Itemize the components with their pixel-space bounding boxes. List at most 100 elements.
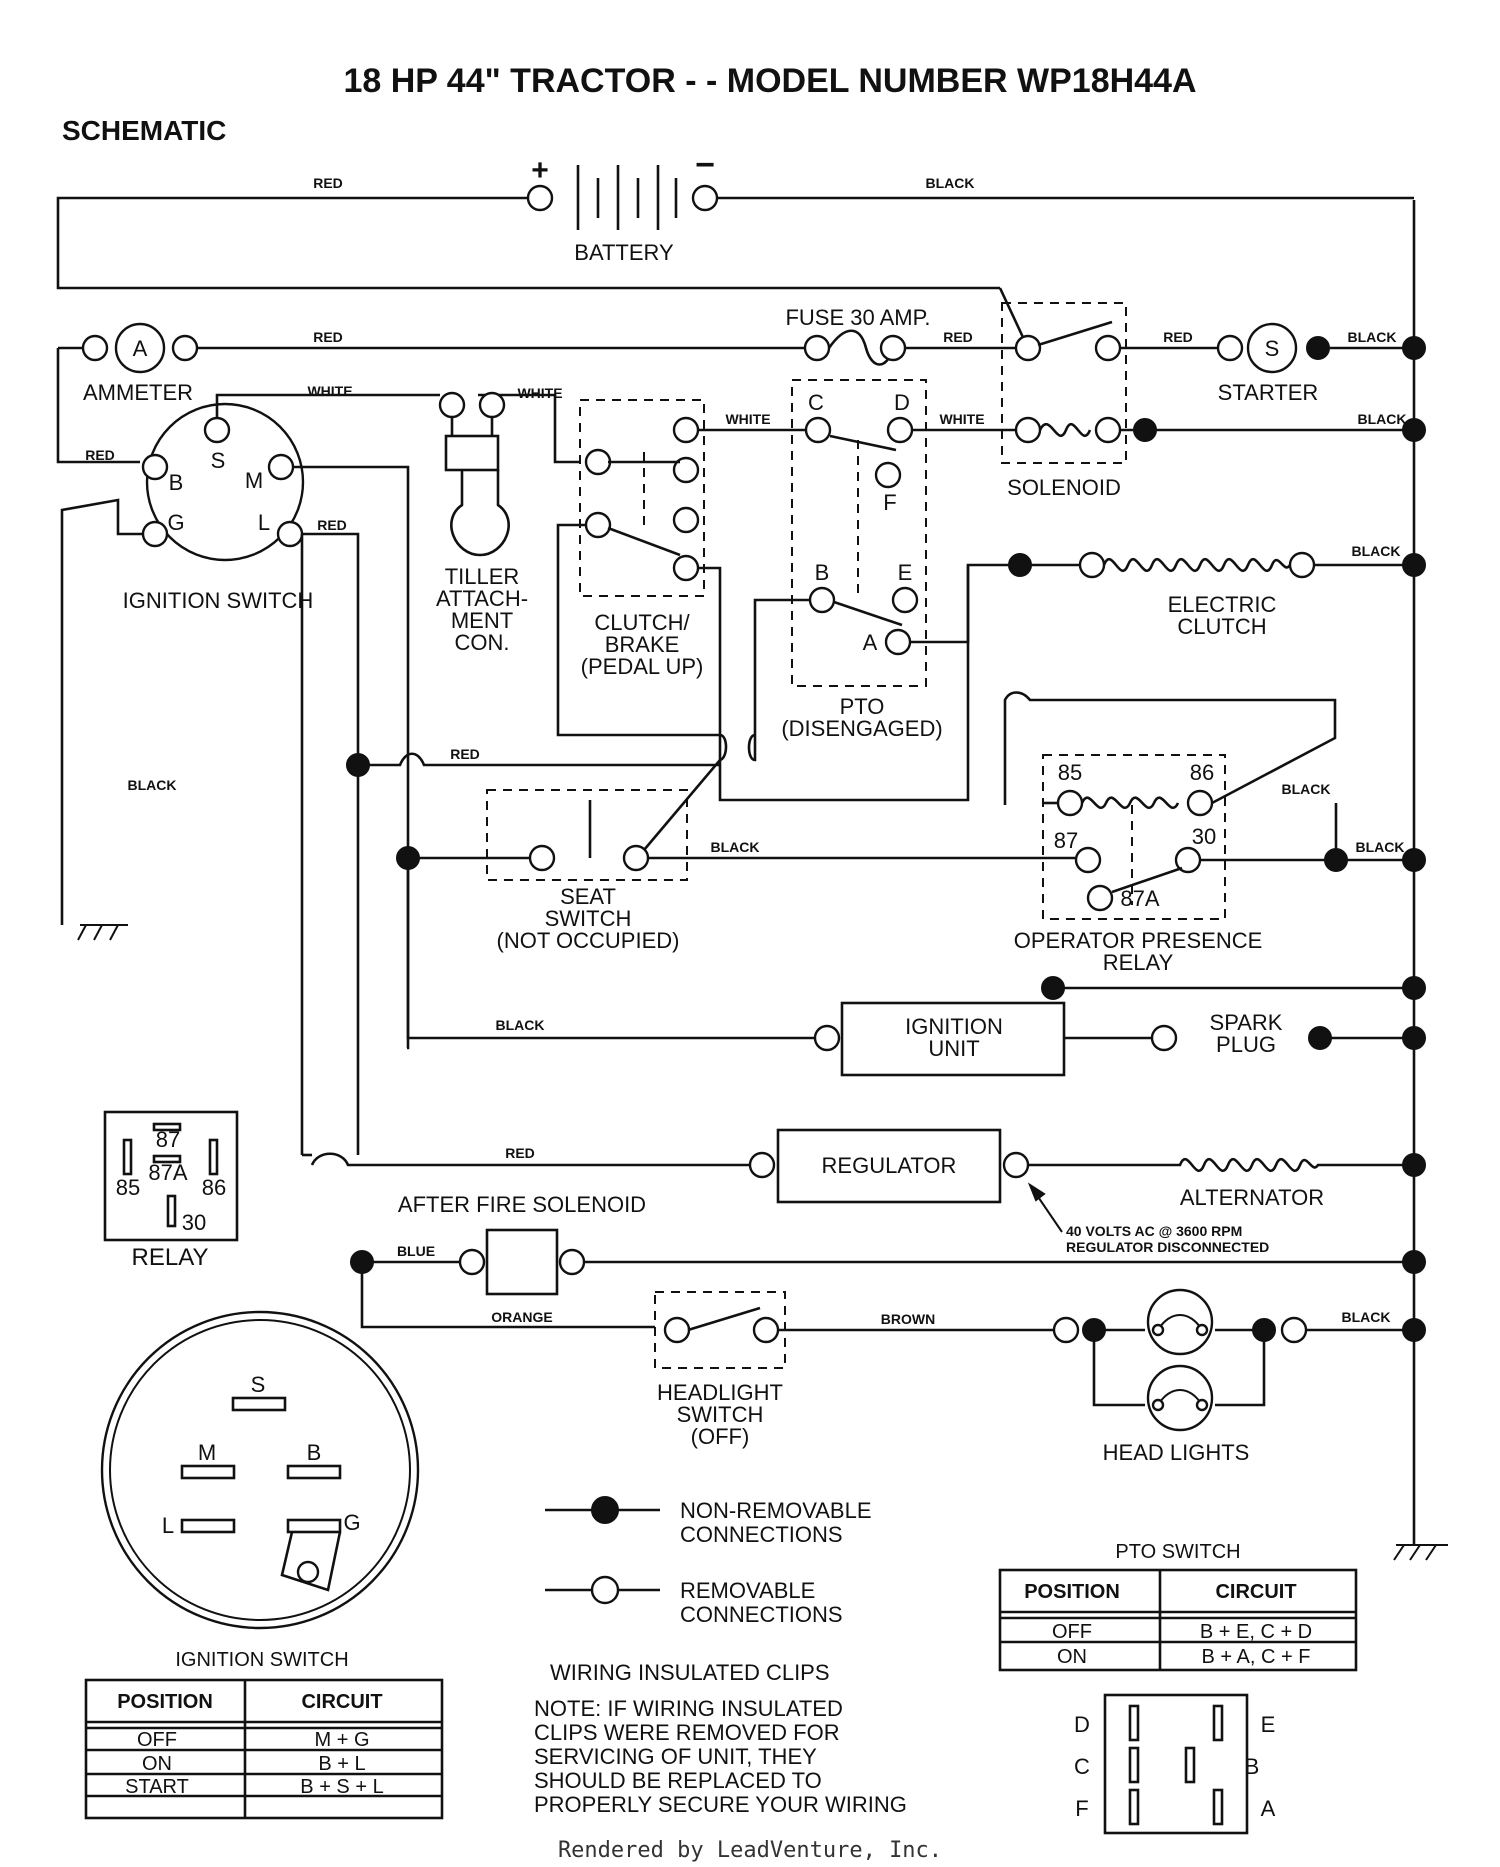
solenoid-label: SOLENOID	[1007, 475, 1121, 500]
starter-symbol: S	[1265, 336, 1280, 361]
ignition-table-caption: IGNITION SWITCH	[175, 1649, 348, 1671]
pto-terminal-a: A	[863, 630, 878, 655]
electric-clutch-label-2: CLUTCH	[1177, 614, 1266, 639]
ignition-table-cell: B + L	[318, 1753, 365, 1775]
tiller-label-3: MENT	[451, 608, 513, 633]
pto-label-1: PTO	[840, 694, 885, 719]
face-terminal-b: B	[307, 1440, 322, 1465]
wire-label-red-regulator: RED	[505, 1145, 535, 1161]
pto-switch: C D F B E A PTO (DISENGAGED) WHITE	[747, 379, 1016, 762]
footer-credit: Rendered by LeadVenture, Inc.	[557, 1838, 943, 1863]
wire-label-red-ammeter-return: RED	[85, 447, 115, 463]
pto-table-cell: ON	[1057, 1646, 1087, 1668]
relay-terminal-85: 85	[1058, 760, 1082, 785]
seat-switch-label-1: SEAT	[560, 884, 616, 909]
pto-pin-d: D	[1074, 1712, 1090, 1737]
legend-non-removable-1: NON-REMOVABLE	[680, 1498, 872, 1523]
ignition-table-header-circuit: CIRCUIT	[301, 1691, 382, 1713]
opr-label-2: RELAY	[1103, 950, 1174, 975]
face-terminal-g: G	[343, 1510, 360, 1535]
tiller-label-1: TILLER	[445, 564, 520, 589]
clutch-label-3: (PEDAL UP)	[581, 654, 704, 679]
ignition-table-cell: B + S + L	[300, 1776, 383, 1798]
relay-terminal-87a: 87A	[1120, 886, 1159, 911]
relay-pin-87: 87	[156, 1127, 180, 1152]
relay-coil-icon	[1080, 796, 1180, 810]
pto-pin-e: E	[1261, 1712, 1276, 1737]
ignition-unit: BLACK IGNITION UNIT SPARK PLUG	[406, 858, 1414, 1077]
operator-presence-relay: 85 86 87 30 87A OPERATOR PRESENCE RELAY …	[1003, 691, 1414, 975]
wire-label-black-seat: BLACK	[711, 839, 760, 855]
alternator-coil-icon	[1028, 1157, 1414, 1173]
clutch-label-1: CLUTCH/	[594, 610, 690, 635]
headlight-circuit: BROWN HEADLIGHT SWITCH (OFF) HEAD LIGHTS…	[654, 1288, 1414, 1465]
wire-label-red-fuse: RED	[943, 329, 973, 345]
ammeter-symbol: A	[133, 336, 148, 361]
wire-label-black-ignition-unit: BLACK	[496, 1017, 545, 1033]
non-removable-connection-icon	[591, 1496, 619, 1524]
spark-plug-label-1: SPARK	[1210, 1010, 1283, 1035]
starter-label: STARTER	[1218, 380, 1319, 405]
starter: S STARTER BLACK	[1216, 322, 1414, 405]
battery-icon	[576, 165, 678, 230]
face-terminal-s: S	[251, 1372, 266, 1397]
note-line-2: CLIPS WERE REMOVED FOR	[534, 1720, 840, 1745]
note-line-1: NOTE: IF WIRING INSULATED	[534, 1696, 843, 1721]
relay-pin-30: 30	[182, 1210, 206, 1235]
relay-terminal-86: 86	[1190, 760, 1214, 785]
relay-pin-86-position: 85	[116, 1175, 140, 1200]
wire-label-red-ignition: RED	[317, 517, 347, 533]
clips-title: WIRING INSULATED CLIPS	[550, 1660, 830, 1685]
alternator-label: ALTERNATOR	[1180, 1185, 1324, 1210]
ignition-terminal-b: B	[169, 470, 184, 495]
pto-pin-a: A	[1261, 1796, 1276, 1821]
pto-label-2: (DISENGAGED)	[781, 716, 942, 741]
starter-icon	[1246, 322, 1298, 374]
after-fire-solenoid-icon	[485, 1228, 559, 1296]
legend-removable-2: CONNECTIONS	[680, 1602, 843, 1627]
pto-terminal-e: E	[898, 560, 913, 585]
wire-label-blue: BLUE	[397, 1243, 435, 1259]
pto-pin-b: B	[1245, 1754, 1260, 1779]
note-line-3: SERVICING OF UNIT, THEY	[534, 1744, 817, 1769]
pto-terminal-d: D	[894, 390, 910, 415]
ignition-table-cell: M + G	[314, 1729, 369, 1751]
pto-table-header-position: POSITION	[1024, 1581, 1120, 1603]
fuse: FUSE 30 AMP. RED	[785, 305, 1017, 366]
after-fire-solenoid: AFTER FIRE SOLENOID BLUE ORANGE	[350, 1192, 1414, 1329]
ignition-switch-face: S M B L G	[100, 1310, 420, 1630]
ignition-table-header-position: POSITION	[117, 1691, 213, 1713]
ignition-table-cell: OFF	[137, 1729, 177, 1751]
relay-pin-diagram: 87 87A 85 86 30 RELAY	[103, 1110, 239, 1271]
clutch-label-2: BRAKE	[605, 632, 680, 657]
ground-bus	[1393, 200, 1448, 1561]
pto-pin-c: C	[1074, 1754, 1090, 1779]
legend-non-removable-2: CONNECTIONS	[680, 1522, 843, 1547]
relay-terminal-30: 30	[1192, 824, 1216, 849]
ignition-terminal-l: L	[258, 510, 270, 535]
spark-plug-label-2: PLUG	[1216, 1032, 1276, 1057]
seat-switch: RED BLACK SEAT SWITCH (NOT OCCUPIED)	[346, 746, 1080, 953]
seat-switch-label-3: (NOT OCCUPIED)	[497, 928, 680, 953]
wire-label-white-clutch: WHITE	[725, 411, 770, 427]
wire-label-red-ammeter: RED	[313, 329, 343, 345]
clutch-brake-switch: WHITE CLUTCH/ BRAKE (PEDAL UP)	[556, 399, 1020, 802]
electric-clutch-label-1: ELECTRIC	[1168, 592, 1277, 617]
section-title: SCHEMATIC	[62, 115, 226, 146]
wire-label-black-battery: BLACK	[926, 175, 975, 191]
wire-label-brown: BROWN	[881, 1311, 935, 1327]
wire-label-black-headlights: BLACK	[1342, 1309, 1391, 1325]
battery-circuit: + − BATTERY RED BLACK	[56, 146, 1414, 290]
head-lights-label: HEAD LIGHTS	[1103, 1440, 1250, 1465]
opr-label-1: OPERATOR PRESENCE	[1014, 928, 1263, 953]
pto-table-cell: B + A, C + F	[1202, 1646, 1311, 1668]
wire-label-white-tiller: WHITE	[517, 385, 562, 401]
wire-label-red-mid: RED	[450, 746, 480, 762]
ignition-unit-label-2: UNIT	[928, 1036, 979, 1061]
legend-removable-1: REMOVABLE	[680, 1578, 815, 1603]
removable-connection-icon	[590, 1575, 620, 1605]
headlight-switch-label-1: HEADLIGHT	[657, 1380, 783, 1405]
tiller-label-2: ATTACH-	[436, 586, 528, 611]
